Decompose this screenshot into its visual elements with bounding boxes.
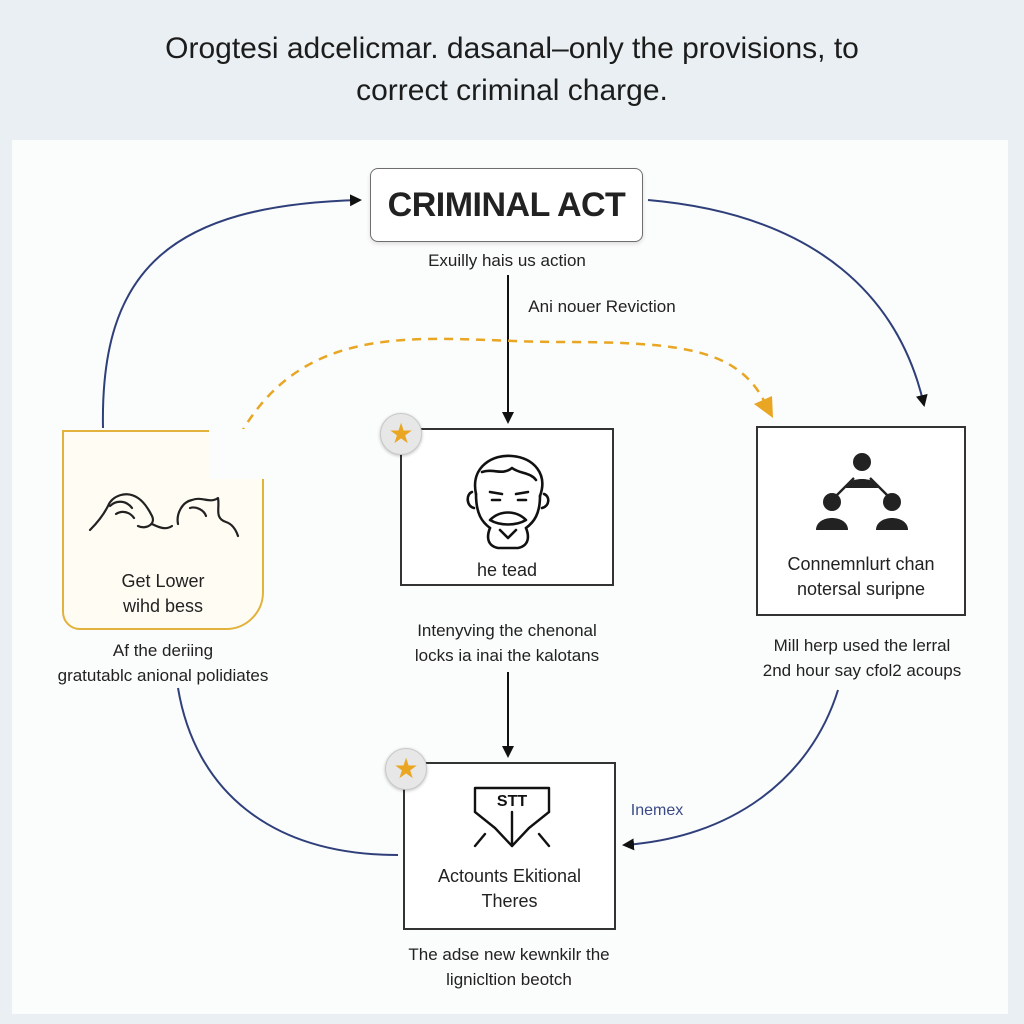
- legal-icon-text: STT: [497, 793, 527, 810]
- criminal-act-label: CRIMINAL ACT: [387, 185, 626, 224]
- group-inner-text: Connemnlurt chan notersal suripne: [787, 554, 935, 599]
- return-edge-label: Inemex: [630, 802, 684, 819]
- hands-icon: [88, 493, 240, 538]
- group-node: Connemnlurt chan notersal suripne: [756, 426, 966, 616]
- document-caption: Af the deriing gratutablc anional polidi…: [57, 641, 269, 685]
- title-line-2: correct criminal charge.: [356, 74, 668, 107]
- document-node: Get Lower wihd bess: [62, 429, 265, 630]
- person-inner-text: he tead: [476, 560, 538, 580]
- diagram-title: Orogtesi adcelicmar. dasanal–only the pr…: [0, 28, 1024, 112]
- legal-document-icon: STT: [473, 786, 551, 848]
- criminal-act-node: CRIMINAL ACT: [370, 168, 643, 242]
- law-inner-text: Actounts Ekitional Theres: [437, 866, 582, 911]
- document-fold: [209, 429, 265, 479]
- star-icon: ★: [385, 748, 427, 790]
- law-node: STT Actounts Ekitional Theres: [403, 762, 616, 930]
- document-inner-text: Get Lower wihd bess: [121, 571, 205, 616]
- person-caption: Intenyving the chenonal locks ia inai th…: [414, 621, 600, 665]
- star-icon: ★: [380, 413, 422, 455]
- group-network-icon: [816, 453, 908, 530]
- law-caption: The adse new kewnkilr the lignicltion be…: [408, 945, 610, 989]
- person-face-icon: [466, 454, 550, 550]
- group-caption: Mill herp used the lerral 2nd hour say c…: [762, 636, 962, 680]
- title-line-1: Orogtesi adcelicmar. dasanal–only the pr…: [165, 32, 859, 65]
- person-node: he tead: [400, 428, 614, 586]
- criminal-act-caption: Exuilly hais us action: [428, 251, 586, 270]
- dashed-edge-label: Ani nouer Reviction: [528, 297, 676, 316]
